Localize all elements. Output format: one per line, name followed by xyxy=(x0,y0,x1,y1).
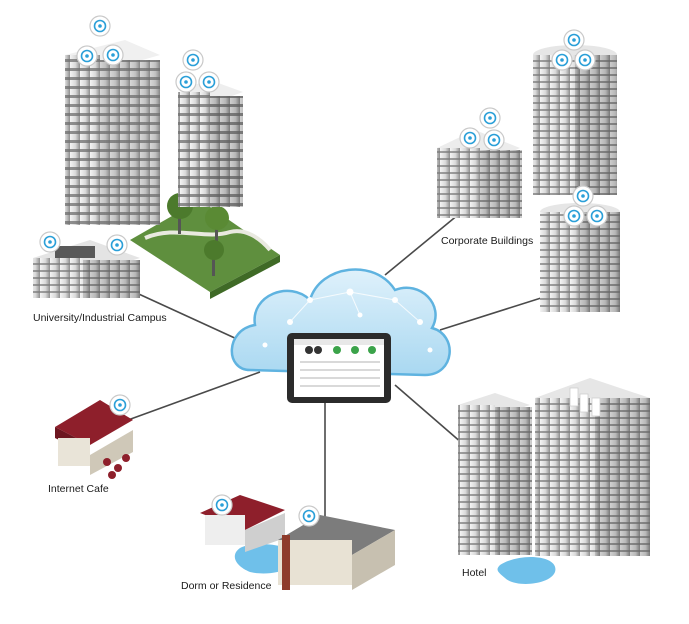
corporate-buildings xyxy=(437,29,620,312)
access-point-icon xyxy=(198,71,220,93)
university-campus xyxy=(33,15,280,299)
access-point-icon xyxy=(89,15,111,37)
label-dorm: Dorm or Residence xyxy=(181,580,272,592)
access-point-icon xyxy=(551,49,573,71)
building-icon xyxy=(437,130,522,218)
access-point-icon xyxy=(459,127,481,149)
label-corporate: Corporate Buildings xyxy=(441,235,534,247)
access-point-icon xyxy=(298,505,320,527)
internet-cafe xyxy=(55,394,133,479)
building-icon xyxy=(533,45,617,195)
house-icon xyxy=(278,515,395,590)
label-cafe: Internet Cafe xyxy=(48,483,109,495)
dorm-residence xyxy=(200,494,395,590)
building-icon xyxy=(178,80,243,207)
access-point-icon xyxy=(182,49,204,71)
tree-icon xyxy=(205,206,229,249)
access-point-icon xyxy=(76,45,98,67)
link-university xyxy=(129,289,251,346)
tree-icon xyxy=(204,240,224,276)
link-cafe xyxy=(127,371,261,421)
access-point-icon xyxy=(574,49,596,71)
building-icon xyxy=(540,203,620,312)
label-hotel: Hotel xyxy=(462,567,487,579)
access-point-icon xyxy=(175,71,197,93)
building-icon xyxy=(458,393,532,555)
access-point-icon xyxy=(39,231,61,253)
label-university: University/Industrial Campus xyxy=(33,312,167,324)
hotel xyxy=(458,378,650,584)
access-point-icon xyxy=(563,205,585,227)
link-hotel xyxy=(394,384,471,451)
access-point-icon xyxy=(479,107,501,129)
connector-lines xyxy=(127,204,561,525)
access-point-icon xyxy=(211,494,233,516)
access-point-icon xyxy=(586,205,608,227)
access-point-icon xyxy=(483,129,505,151)
access-point-icon xyxy=(109,394,131,416)
tablet-icon xyxy=(287,333,391,403)
building-icon xyxy=(65,40,160,225)
access-point-icon xyxy=(106,234,128,256)
building-icon xyxy=(33,240,140,298)
cloud-icon xyxy=(230,268,451,377)
access-point-icon xyxy=(572,185,594,207)
access-point-icon xyxy=(563,29,585,51)
access-point-icon xyxy=(102,44,124,66)
